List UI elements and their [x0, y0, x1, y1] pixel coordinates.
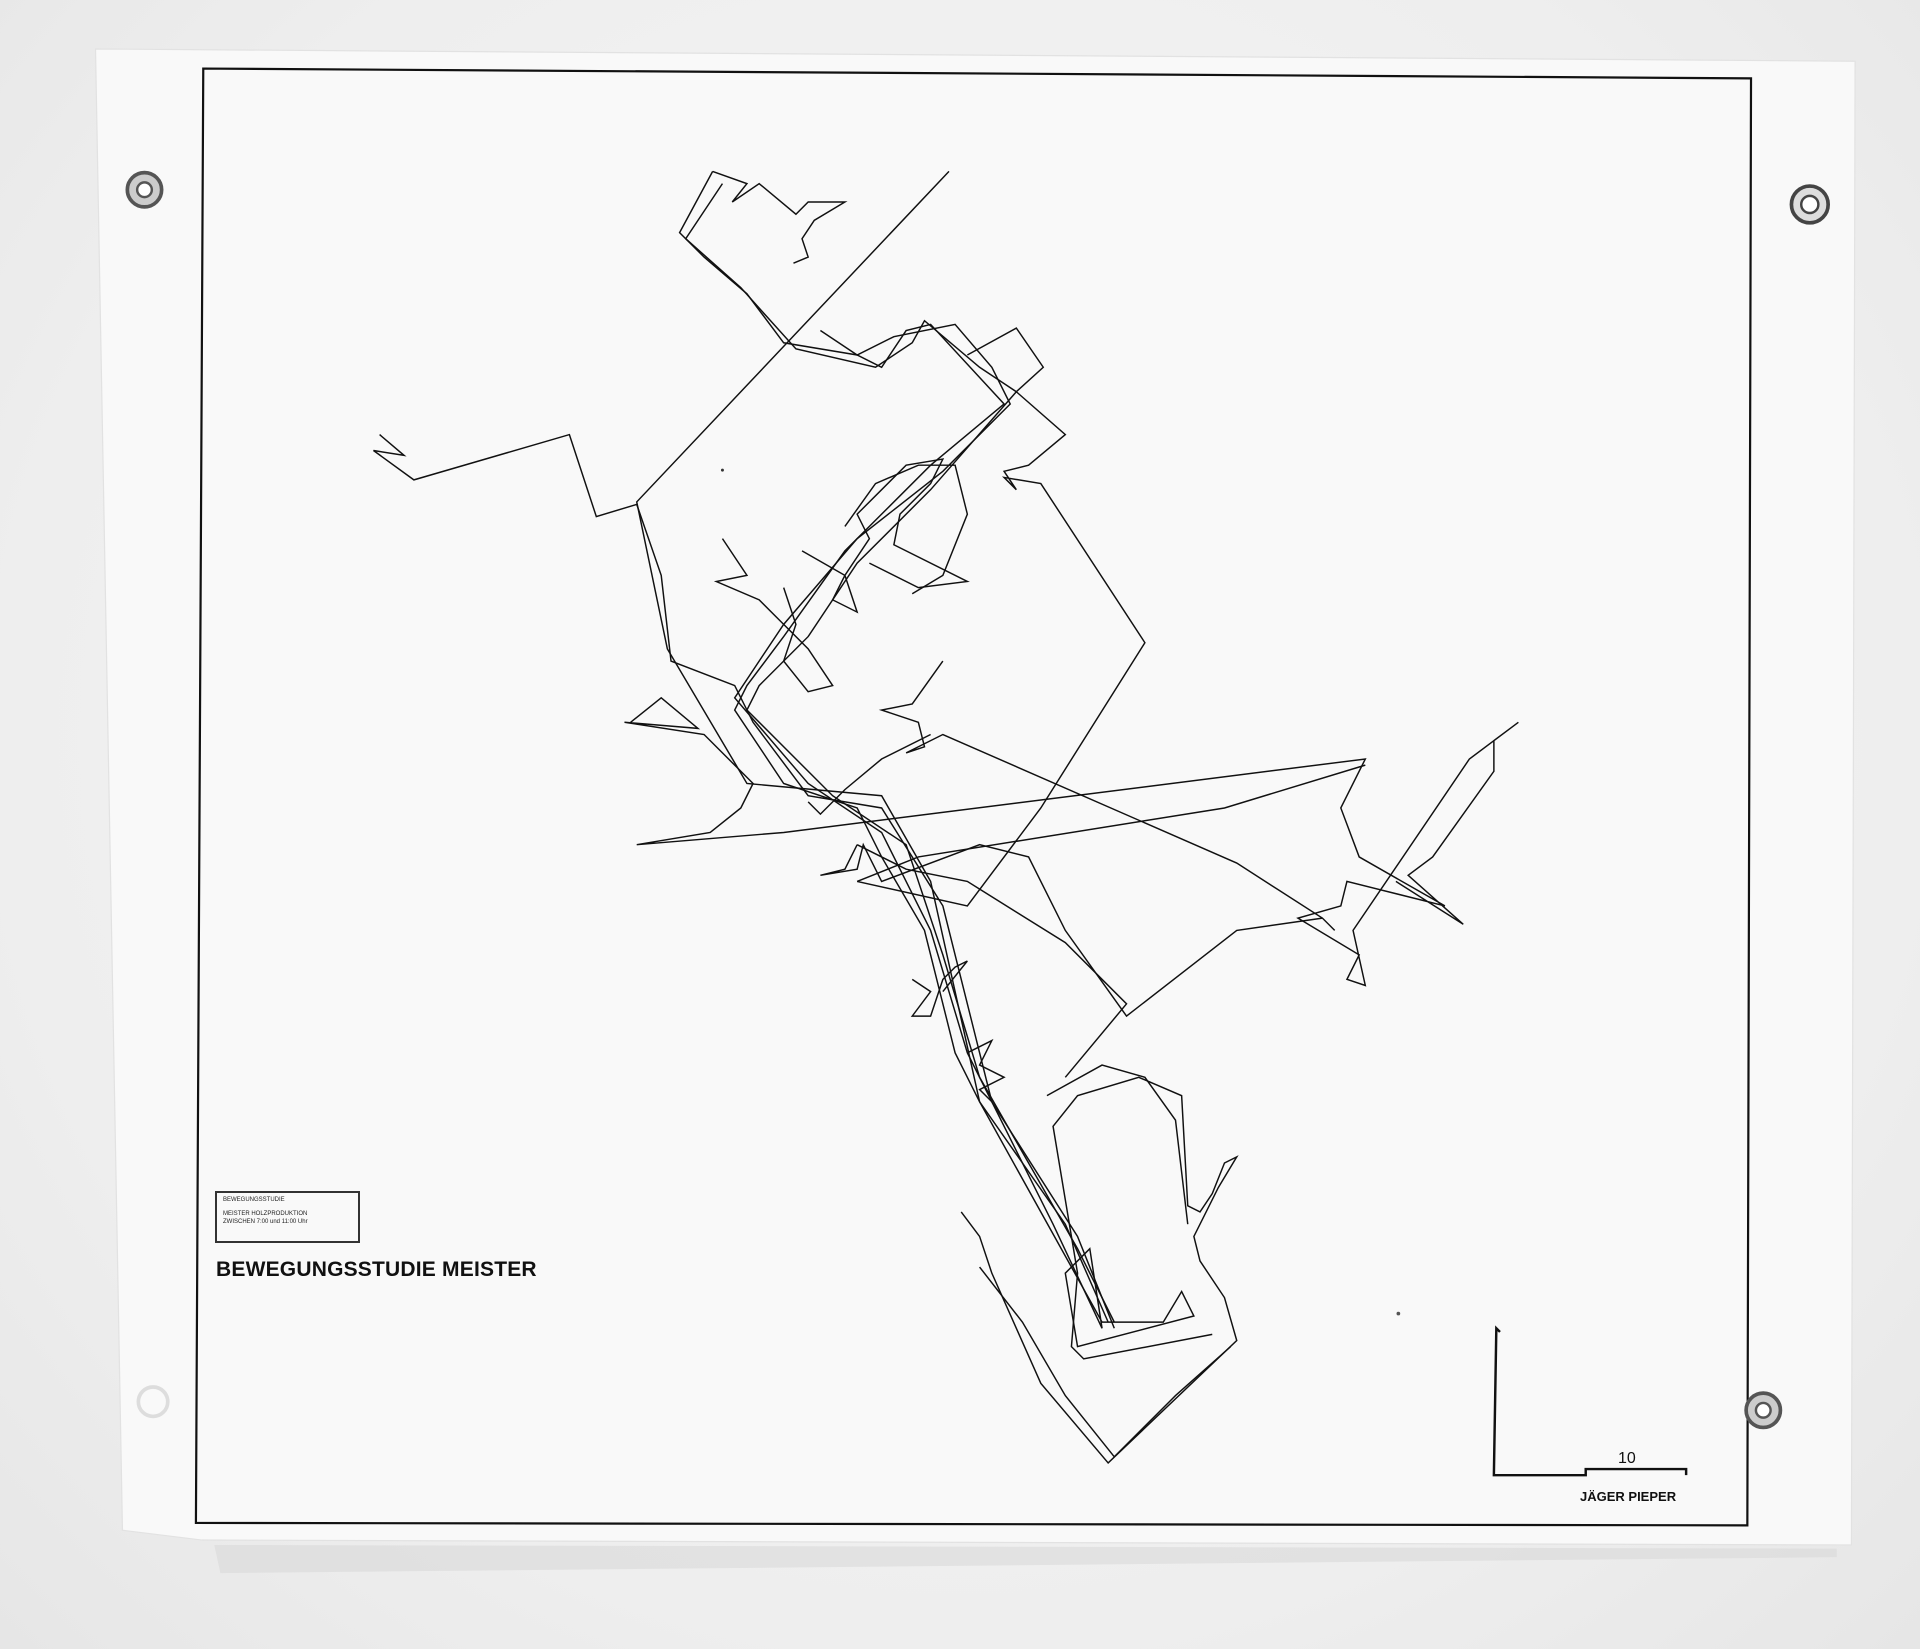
legend-line-2: ZWISCHEN 7:00 und 11:00 Uhr: [223, 1219, 308, 1225]
movement-path: [624, 696, 1519, 987]
legend-line-1: MEISTER HOLZPRODUKTION: [223, 1211, 308, 1217]
movement-path: [713, 538, 834, 693]
scale-bar: [1492, 1325, 1688, 1477]
movement-path: [878, 660, 1336, 931]
movement-path: [979, 1266, 1232, 1458]
movement-path: [820, 842, 1323, 1018]
grommet-icon: [136, 1385, 170, 1419]
movement-path: [856, 764, 1366, 883]
movement-path: [1046, 1064, 1189, 1225]
legend-heading: BEWEGUNGSSTUDIE: [223, 1197, 285, 1203]
translucent-sheet: [94, 48, 1856, 1546]
grommet-icon: [1789, 184, 1830, 225]
movement-path: [733, 323, 1103, 1329]
movement-paths: [373, 170, 1519, 1464]
movement-path: [910, 960, 968, 1017]
drawing-title: BEWEGUNGSSTUDIE MEISTER: [216, 1258, 537, 1281]
movement-path: [967, 1038, 1006, 1103]
sheet-shadow: [214, 1544, 1837, 1574]
grommet-icon: [1744, 1391, 1783, 1430]
scale-label: 10: [1618, 1450, 1636, 1467]
movement-path: [684, 183, 1115, 1323]
grommet-icon: [125, 170, 164, 209]
movement-path: [801, 458, 970, 614]
movement-path: [678, 171, 1109, 1323]
legend-box: BEWEGUNGSSTUDIE MEISTER HOLZPRODUKTION Z…: [215, 1191, 360, 1243]
movement-path: [856, 844, 1128, 1078]
movement-path: [712, 170, 848, 264]
drawing-frame: [194, 67, 1753, 1527]
movement-path: [960, 1076, 1239, 1464]
movement-path: [844, 464, 969, 595]
movement-path: [856, 327, 1146, 907]
author-label: JÄGER PIEPER: [1580, 1489, 1677, 1504]
movement-path: [635, 170, 1195, 1348]
movement-path: [807, 733, 931, 816]
